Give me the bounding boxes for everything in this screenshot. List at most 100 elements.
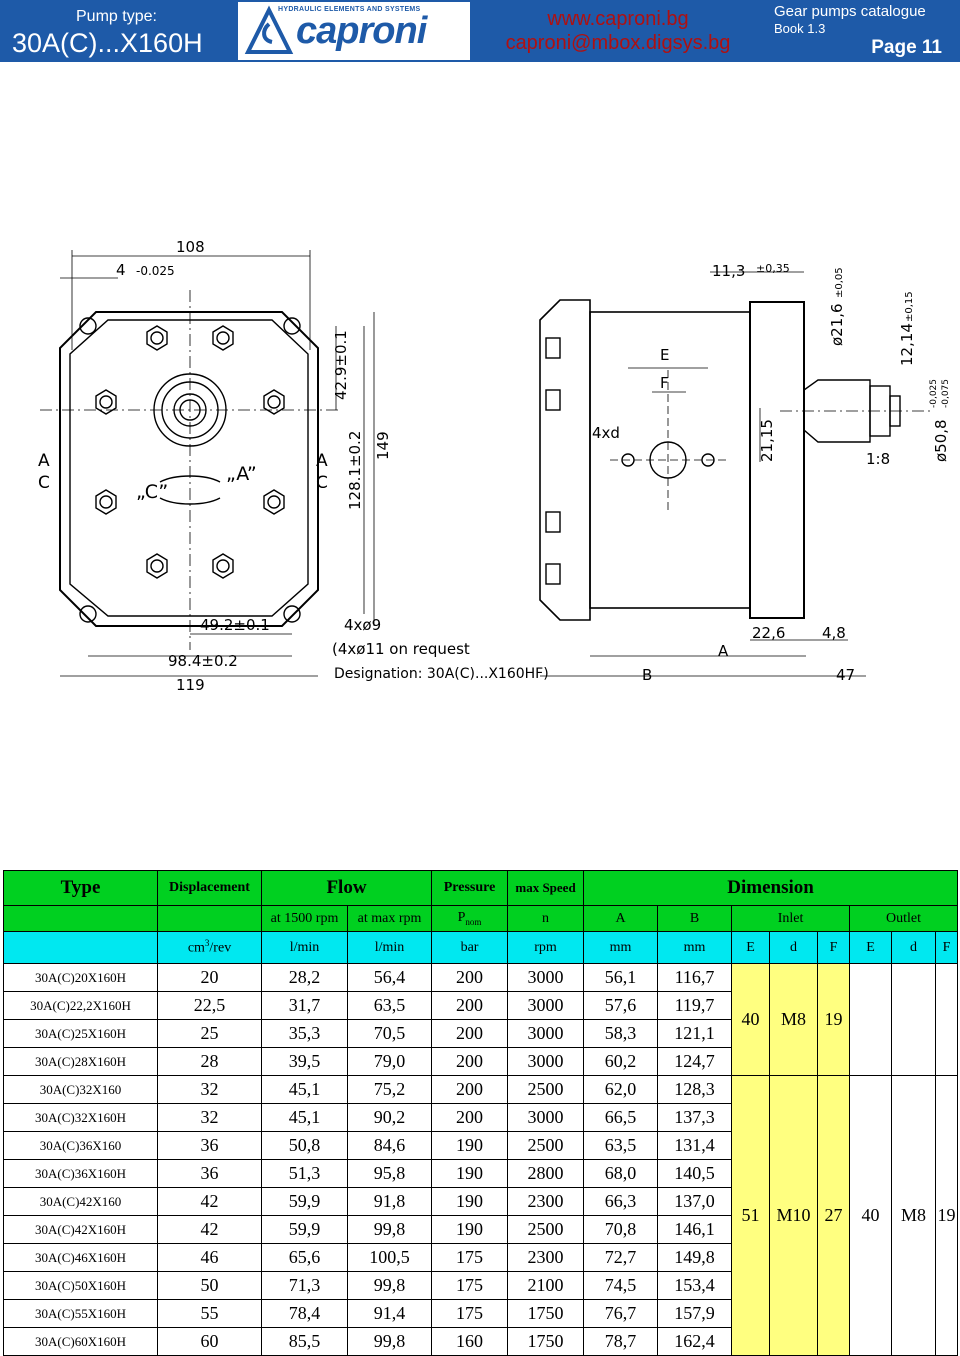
table-cell: 2500: [507, 1075, 585, 1104]
table-cell: 50,8: [261, 1131, 348, 1160]
book-number: Book 1.3: [774, 21, 826, 36]
table-cell: 59,9: [261, 1215, 348, 1244]
designation: Designation: 30A(C)...X160HF): [334, 666, 549, 682]
unit-a: mm: [583, 931, 659, 964]
table-cell: 20: [157, 963, 262, 992]
inlet-e-group1: 40: [731, 963, 771, 1076]
rotation-a-right: A: [316, 451, 328, 471]
taper-ratio: 1:8: [866, 450, 890, 468]
cell-type: 30A(C)28X160H: [3, 1047, 158, 1076]
table-cell: 99,8: [346, 1271, 433, 1300]
col-flow: Flow: [260, 870, 433, 906]
table-cell: 72,7: [583, 1243, 659, 1272]
rotation-c-right: C: [316, 473, 328, 493]
dim-21-15: 21,15: [758, 419, 776, 462]
table-cell: 121,1: [657, 1019, 733, 1048]
table-cell: 42: [157, 1187, 262, 1216]
table-cell: 71,3: [261, 1271, 348, 1300]
table-cell: 175: [431, 1271, 509, 1300]
cell-type: 30A(C)36X160: [3, 1131, 158, 1160]
inlet-d-group1: M8: [769, 963, 819, 1076]
table-cell: 70,5: [346, 1019, 433, 1048]
header-row-1: Type Displacement Flow Pressure max Spee…: [3, 870, 959, 906]
table-cell: 62,0: [583, 1075, 659, 1104]
holes-spec: 4xø9: [344, 616, 381, 634]
unit-flow1: l/min: [261, 931, 348, 964]
unit-flow2: l/min: [346, 931, 433, 964]
cell-type: 30A(C)32X160H: [3, 1103, 158, 1132]
col-type: Type: [3, 870, 158, 906]
table-cell: 137,0: [657, 1187, 733, 1216]
table-cell: 22,5: [157, 991, 262, 1020]
logo-block: HYDRAULIC ELEMENTS AND SYSTEMS caproni: [238, 0, 470, 62]
table-cell: 3000: [507, 1047, 585, 1076]
table-cell: 63,5: [583, 1131, 659, 1160]
col-max-speed: max Speed: [507, 870, 585, 906]
table-cell: 32: [157, 1075, 262, 1104]
table-cell: 60: [157, 1327, 262, 1356]
outlet-e: 40: [849, 1075, 893, 1356]
table-cell: 190: [431, 1159, 509, 1188]
table-cell: 2100: [507, 1271, 585, 1300]
pump-type-block: Pump type: 30A(C)...X160H: [0, 0, 238, 62]
table-cell: 84,6: [346, 1131, 433, 1160]
table-cell: 128,3: [657, 1075, 733, 1104]
inlet-f-group2: 27: [817, 1075, 851, 1356]
table-cell: 3000: [507, 1103, 585, 1132]
table-cell: 58,3: [583, 1019, 659, 1048]
table-cell: 60,2: [583, 1047, 659, 1076]
table-cell: 2800: [507, 1159, 585, 1188]
unit-outlet-d: d: [891, 931, 937, 964]
unit-displacement: cm3/rev: [157, 931, 262, 964]
table-cell: 56,1: [583, 963, 659, 992]
table-cell: 57,6: [583, 991, 659, 1020]
table-cell: 46: [157, 1243, 262, 1272]
pump-type-value: 30A(C)...X160H: [12, 28, 203, 58]
label-a: A: [718, 642, 729, 660]
contact-block: www.caproni.bg caproni@mbox.digsys.bg: [470, 0, 766, 62]
unit-b: mm: [657, 931, 733, 964]
table-cell: 2500: [507, 1131, 585, 1160]
table-cell: 95,8: [346, 1159, 433, 1188]
table-cell: 2500: [507, 1215, 585, 1244]
unit-outlet-f: F: [935, 931, 959, 964]
table-cell: 59,9: [261, 1187, 348, 1216]
table-cell: 28: [157, 1047, 262, 1076]
table-cell: 99,8: [346, 1215, 433, 1244]
table-cell: 50: [157, 1271, 262, 1300]
inlet-f-group1: 19: [817, 963, 851, 1076]
logo-tagline: HYDRAULIC ELEMENTS AND SYSTEMS: [278, 6, 421, 13]
dim-21-6-tol: ±0,05: [834, 267, 845, 298]
cell-type: 30A(C)36X160H: [3, 1159, 158, 1188]
website-link[interactable]: www.caproni.bg: [547, 8, 689, 30]
table-cell: 75,2: [346, 1075, 433, 1104]
email-link[interactable]: caproni@mbox.digsys.bg: [505, 32, 731, 54]
col-pressure: Pressure: [431, 870, 509, 906]
table-cell: 39,5: [261, 1047, 348, 1076]
page-number: Page 11: [871, 37, 942, 58]
unit-speed: rpm: [507, 931, 585, 964]
unit-outlet-e: E: [849, 931, 893, 964]
dim-12-14: 12,14: [898, 323, 916, 366]
rotation-c-left: C: [38, 473, 50, 493]
inlet-e-group2: 51: [731, 1075, 771, 1356]
unit-inlet-e: E: [731, 931, 771, 964]
table-cell: 35,3: [261, 1019, 348, 1048]
dim-11-3-tol: ±0,35: [756, 262, 790, 275]
speed-n: n: [507, 905, 585, 932]
dim-149: 149: [374, 431, 392, 460]
table-cell: 119,7: [657, 991, 733, 1020]
table-cell: 66,3: [583, 1187, 659, 1216]
dim-47: 47: [836, 666, 855, 684]
rotation-a-quote: „A”: [226, 463, 257, 485]
table-cell: 200: [431, 1047, 509, 1076]
label-4xd: 4xd: [592, 424, 620, 442]
